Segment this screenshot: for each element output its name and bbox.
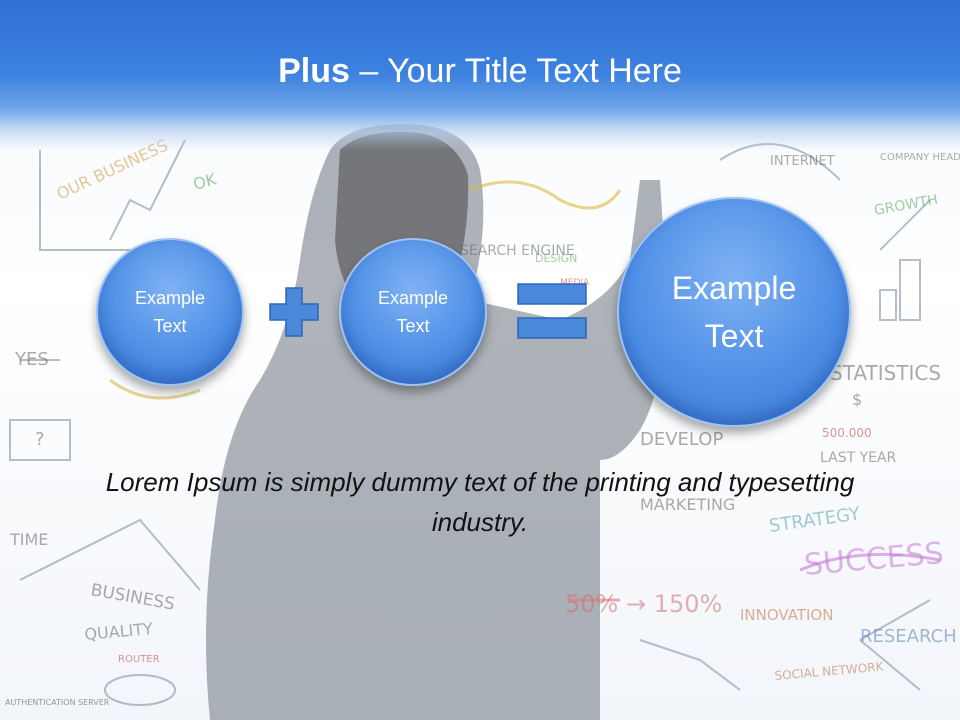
slide-title: Plus – Your Title Text Here (0, 52, 960, 91)
background-word: ROUTER (118, 654, 160, 665)
background-word: MARKETING (640, 495, 735, 514)
background-word: 500.000 (822, 426, 872, 440)
background-word: QUALITY (84, 619, 154, 644)
background-word: COMPANY HEADQUARTERS (880, 152, 960, 163)
title-bar: Plus – Your Title Text Here (0, 0, 960, 150)
background-word: 50% → 150% (565, 590, 722, 618)
background-word: YES (14, 349, 49, 370)
title-bold: Plus (278, 52, 350, 90)
circle-2-label: Example Text (377, 288, 449, 336)
background-word: MEDIA (560, 278, 590, 288)
example-circle-2[interactable]: Example Text (339, 238, 487, 386)
circle-1-label: Example Text (134, 288, 206, 336)
equals-icon (517, 283, 587, 339)
background-word: GROWTH (873, 192, 939, 219)
body-text: Lorem Ipsum is simply dummy text of the … (105, 467, 855, 537)
background-word: $ (852, 390, 862, 409)
background-word: INNOVATION (740, 606, 833, 624)
background-word: SEARCH ENGINE (460, 243, 575, 259)
background-word: OK (191, 169, 219, 193)
background-word: DESIGN (535, 252, 577, 265)
background-word: ? (35, 429, 45, 450)
background-word: BUSINESS (89, 580, 176, 614)
plus-icon (269, 287, 319, 337)
example-circle-1[interactable]: Example Text (96, 238, 244, 386)
circle-3-label: Example Text (671, 270, 797, 354)
background-word: SOCIAL NETWORK (774, 659, 885, 683)
background-word: TIME (9, 530, 48, 549)
background-word: LAST YEAR (820, 450, 897, 466)
background-word: RESEARCH (860, 626, 957, 647)
background-word: SUCCESS (803, 536, 945, 583)
example-circle-result[interactable]: Example Text (617, 197, 851, 427)
background-word: AUTHENTICATION SERVER (5, 698, 110, 707)
background-word: INTERNET (770, 154, 835, 169)
title-rest: – Your Title Text Here (349, 52, 682, 90)
background-word: STATISTICS (830, 361, 941, 385)
background-word: DEVELOP (640, 429, 723, 450)
